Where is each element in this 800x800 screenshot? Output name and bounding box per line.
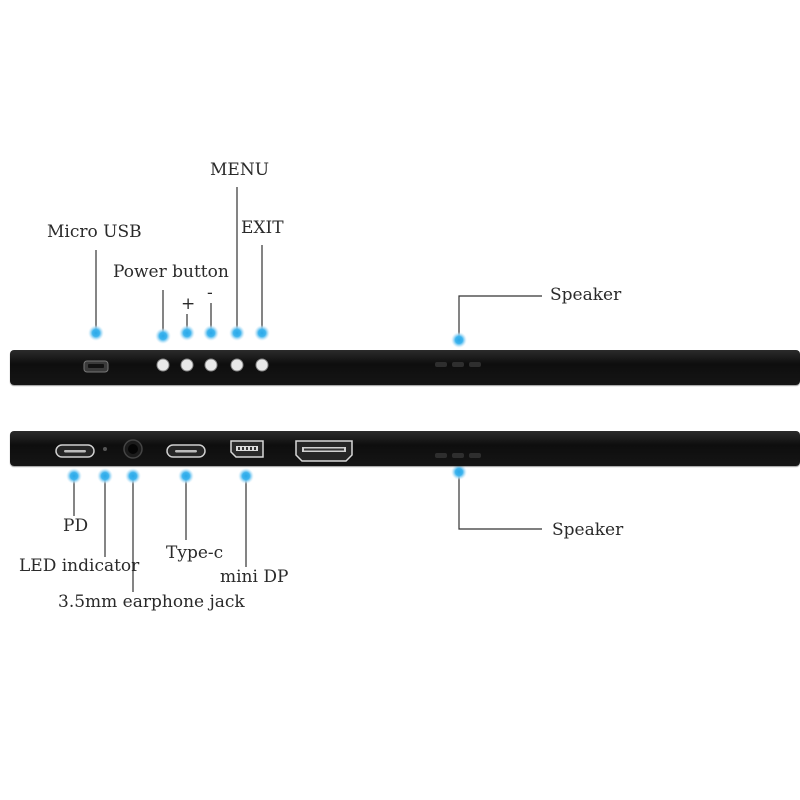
- label-type-c: Type-c: [166, 543, 224, 563]
- menu-button-shape: [230, 358, 244, 372]
- leader-speaker-bottom: [458, 473, 542, 530]
- leader-speaker-top: [458, 295, 542, 338]
- marker-micro-usb: [88, 325, 104, 341]
- marker-led-indicator: [97, 468, 113, 484]
- marker-pd: [66, 468, 82, 484]
- micro-usb-port: [83, 360, 109, 373]
- device-bottom-edge: [10, 431, 800, 466]
- label-pd: PD: [63, 516, 89, 536]
- marker-power-button: [155, 328, 171, 344]
- marker-minus: [203, 325, 219, 341]
- hdmi-port: [295, 440, 353, 462]
- top-edge-ports: [83, 358, 481, 373]
- plus-button-shape: [180, 358, 194, 372]
- label-mini-dp: mini DP: [220, 567, 289, 587]
- marker-exit: [254, 325, 270, 341]
- earphone-jack-port: [123, 439, 143, 459]
- speaker-grille-top: [435, 362, 481, 367]
- marker-mini-dp: [238, 468, 254, 484]
- label-speaker-top: Speaker: [550, 285, 622, 305]
- power-button-shape: [156, 358, 170, 372]
- label-power-button: Power button: [113, 262, 229, 282]
- device-top-edge: [10, 350, 800, 385]
- exit-button-shape: [255, 358, 269, 372]
- marker-speaker-top: [451, 332, 467, 348]
- marker-type-c: [178, 468, 194, 484]
- type-c-port: [166, 444, 206, 458]
- marker-menu: [229, 325, 245, 341]
- label-micro-usb: Micro USB: [47, 222, 142, 242]
- led-indicator-dot: [103, 447, 107, 451]
- label-minus: -: [207, 283, 213, 303]
- mini-dp-port: [230, 440, 264, 458]
- label-led-indicator: LED indicator: [19, 556, 140, 576]
- label-menu: MENU: [210, 160, 270, 180]
- label-speaker-bottom: Speaker: [552, 520, 624, 540]
- bottom-edge-ports: [55, 439, 481, 462]
- minus-button-shape: [204, 358, 218, 372]
- marker-earphone-jack: [125, 468, 141, 484]
- marker-plus: [179, 325, 195, 341]
- speaker-grille-bottom: [435, 453, 481, 458]
- pd-port: [55, 444, 95, 458]
- label-exit: EXIT: [241, 218, 284, 238]
- label-plus: +: [181, 294, 196, 314]
- marker-speaker-bottom: [451, 464, 467, 480]
- label-earphone-jack: 3.5mm earphone jack: [58, 592, 245, 612]
